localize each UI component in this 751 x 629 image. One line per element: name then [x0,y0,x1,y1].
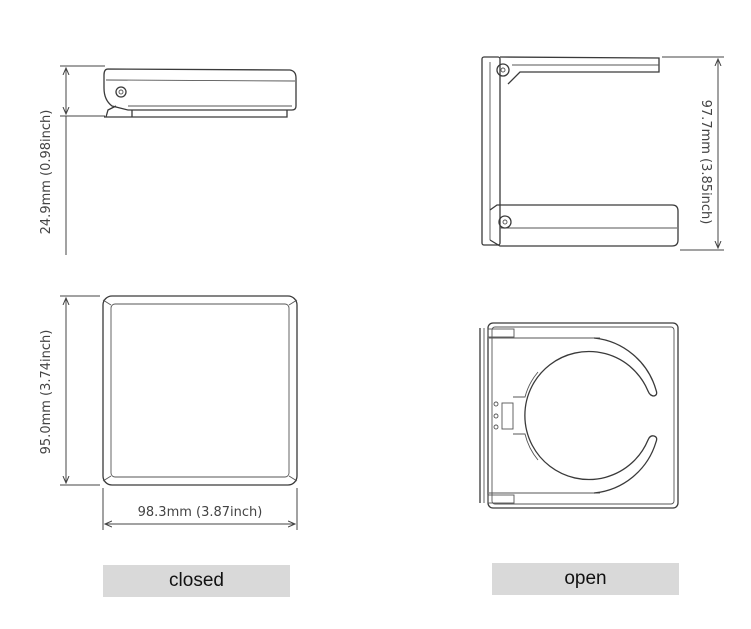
closed-side-view [103,68,297,118]
closed-height-dimension: 24.9mm (0.98inch) [39,65,105,255]
open-label: open [492,563,679,595]
closed-height-label: 24.9mm (0.98inch) [39,110,54,235]
closed-depth-dimension: 95.0mm (3.74inch) [39,295,100,486]
closed-width-dimension: 98.3mm (3.87inch) [102,488,298,530]
open-top-view [479,322,679,509]
open-height-dimension: 97.7mm (3.85inch) [662,56,724,251]
closed-top-view [102,295,298,486]
closed-depth-label: 95.0mm (3.74inch) [39,330,54,455]
open-height-label: 97.7mm (3.85inch) [698,100,713,225]
open-side-view [481,56,679,247]
closed-width-label: 98.3mm (3.87inch) [138,505,263,520]
closed-label: closed [103,565,290,597]
